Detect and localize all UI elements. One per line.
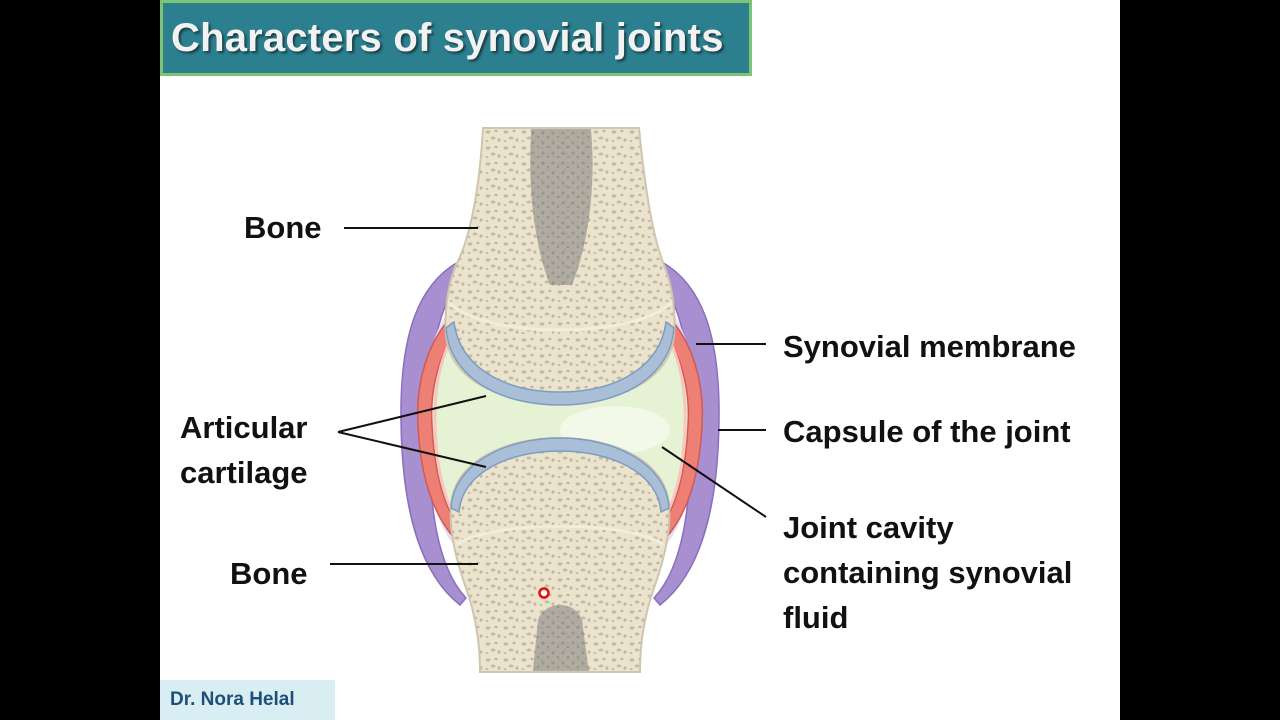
author-banner: Dr. Nora Helal — [160, 680, 335, 720]
label-bone-top: Bone — [244, 210, 322, 245]
label-articular-line1: Articular — [180, 410, 308, 445]
articular-cartilage-upper — [445, 320, 675, 406]
leader-line-articular-lower — [337, 431, 487, 468]
label-cavity-line3: fluid — [783, 600, 849, 635]
label-articular-line2: cartilage — [180, 455, 308, 490]
title-banner: Characters of synovial joints — [160, 0, 752, 76]
lower-bone — [450, 438, 670, 672]
upper-bone — [445, 128, 675, 403]
label-cavity-line1: Joint cavity — [783, 510, 954, 545]
label-cavity-line2: containing synovial — [783, 555, 1073, 590]
articular-cartilage-lower — [450, 437, 670, 514]
author-name: Dr. Nora Helal — [170, 689, 295, 710]
cursor-marker — [538, 587, 550, 599]
slide: Characters of synovial joints — [160, 0, 1120, 720]
label-capsule: Capsule of the joint — [783, 414, 1071, 449]
leader-line-articular-upper — [337, 395, 487, 433]
slide-title: Characters of synovial joints — [171, 15, 724, 60]
synovial-joint-diagram — [330, 127, 767, 673]
label-synovial-membrane: Synovial membrane — [783, 329, 1076, 364]
leader-line-joint-cavity — [661, 446, 767, 518]
label-bone-bottom: Bone — [230, 556, 308, 591]
